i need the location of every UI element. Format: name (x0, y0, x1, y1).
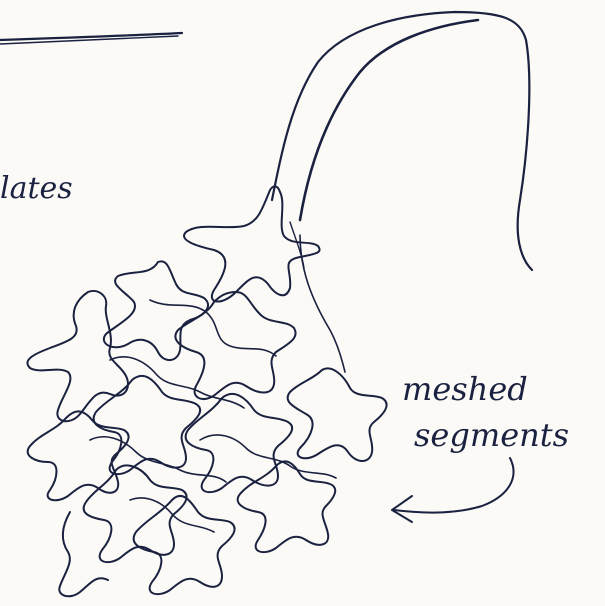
segment-right-middle (288, 368, 387, 461)
segment-upper-left (104, 261, 208, 360)
meshed-segments-cluster (27, 186, 386, 596)
label-meshed: meshed (402, 370, 528, 408)
stalk-outer (272, 12, 532, 270)
pointer-arrow-shaft (394, 458, 514, 513)
segment-center-lower (186, 394, 292, 492)
segment-bottom (134, 496, 235, 594)
segment-right-lower (238, 461, 336, 552)
pointer-arrow-head (392, 496, 412, 522)
stalk-inner (300, 20, 478, 220)
stalk-inner-3 (290, 222, 304, 268)
segment-center (175, 292, 295, 399)
segment-left (27, 291, 128, 421)
segment-star-top (184, 186, 320, 301)
segment-far-left-lower (28, 411, 129, 500)
mesh-interlace-1 (150, 300, 276, 356)
label-segments: segments (414, 416, 569, 454)
mesh-interlace-3 (90, 437, 226, 482)
label-lates: lates (0, 171, 73, 206)
